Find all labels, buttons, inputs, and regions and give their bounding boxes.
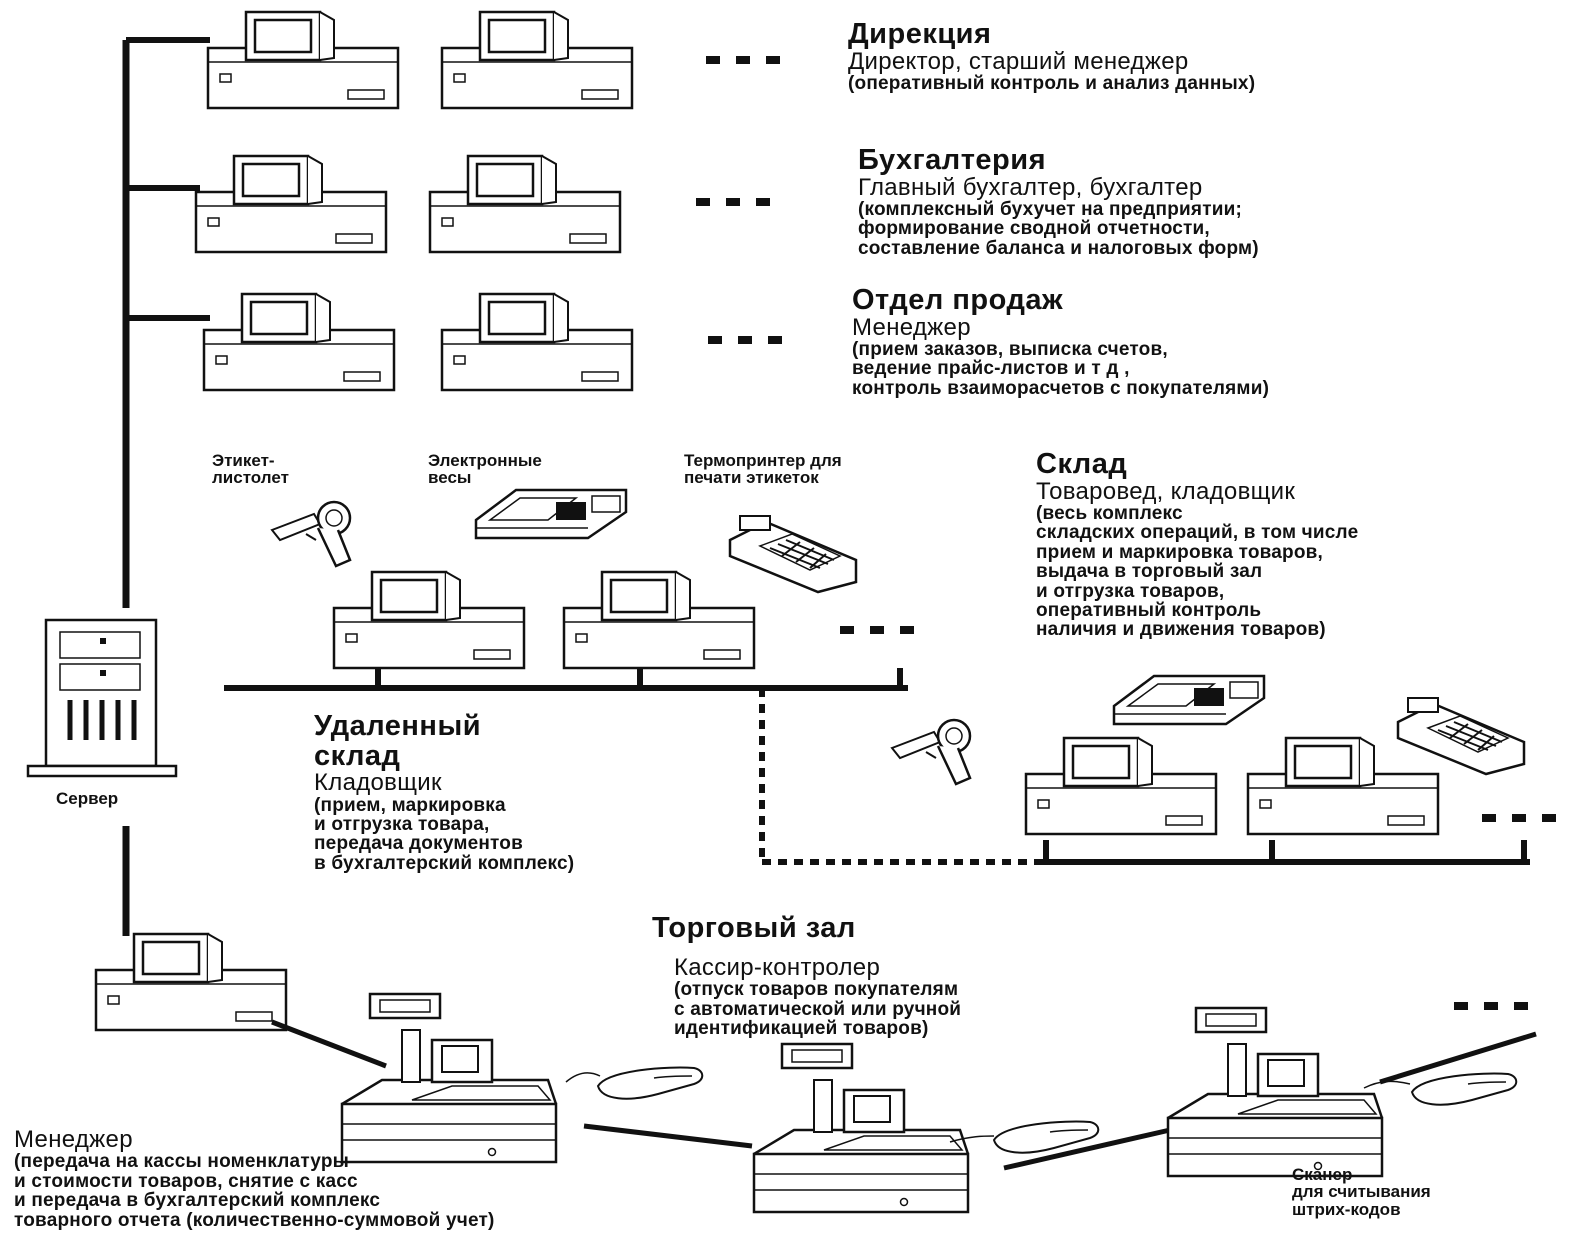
- scales-caption: Электронные весы: [428, 452, 542, 487]
- warehouse-desc-line: наличия и движения товаров): [1036, 619, 1326, 641]
- accounting-desc-line: (комплексный бухучет на предприятии;: [858, 199, 1242, 221]
- caption-line: для считывания: [1292, 1182, 1431, 1202]
- scanner-icon-1: [597, 1066, 704, 1100]
- thermo-printer-caption: Термопринтер для печати этикеток: [684, 452, 842, 487]
- direction-computer-2: [440, 10, 634, 110]
- caption-line: Сканер: [1292, 1165, 1353, 1184]
- cash-register-3: [1166, 1006, 1384, 1178]
- caption-line: печати этикеток: [684, 468, 819, 488]
- warehouse-desc-line: складских операций, в том числе: [1036, 522, 1359, 544]
- remote-warehouse-role: Кладовщик: [314, 769, 442, 797]
- remote-computer-2: [1246, 736, 1440, 836]
- remote-warehouse-block: Удаленный склад Кладовщик (прием, маркир…: [314, 710, 575, 874]
- manager-bottom-desc-line: и передача в бухгалтерский комплекс: [14, 1190, 381, 1212]
- remote-warehouse-desc-line: и отгрузка товара,: [314, 814, 490, 835]
- remote-link-dotted-line: [759, 688, 1040, 865]
- warehouse-desc-line: выдача в торговый зал: [1036, 561, 1263, 583]
- remote-printer-icon: [1396, 696, 1526, 776]
- electronic-scales-icon: [474, 488, 628, 540]
- direction-computer-1: [206, 10, 400, 110]
- accounting-title: Бухгалтерия: [858, 144, 1046, 176]
- remote-warehouse-title: Удаленный: [314, 710, 482, 742]
- remote-warehouse-title: склад: [314, 739, 401, 772]
- remote-scales-icon: [1112, 674, 1266, 726]
- warehouse-more-dots: [840, 626, 914, 634]
- sales-computer-2: [440, 292, 634, 392]
- sales-floor-title-text: Торговый зал: [652, 912, 856, 944]
- scanner-icon-3: [1411, 1072, 1518, 1106]
- warehouse-desc-line: и отгрузка товаров,: [1036, 580, 1225, 602]
- server-icon: [26, 618, 178, 778]
- sales-more-dots: [708, 336, 782, 344]
- sales-floor-desc-line: идентификацией товаров): [674, 1018, 929, 1040]
- sales-desc-line: контроль взаиморасчетов с покупателями): [852, 377, 1270, 399]
- label-gun-caption: Этикет- листолет: [212, 452, 289, 487]
- direction-more-dots: [706, 56, 780, 64]
- sales-desc-line: (прием заказов, выписка счетов,: [852, 339, 1168, 361]
- sales-computer-1: [202, 292, 396, 392]
- direction-role: Директор, старший менеджер: [848, 47, 1189, 75]
- cash-register-2: [752, 1042, 970, 1214]
- manager-bottom-desc-line: товарного отчета (количественно-суммовой…: [14, 1209, 495, 1231]
- manager-bottom-block: Менеджер (передача на кассы номенклатуры…: [14, 1126, 495, 1231]
- warehouse-computer-1: [332, 570, 526, 670]
- manager-bottom-desc-line: и стоимости товаров, снятие с касс: [14, 1170, 358, 1192]
- thermo-printer-icon: [728, 514, 858, 594]
- sales-floor-title: Торговый зал: [652, 912, 856, 944]
- remote-warehouse-desc-line: (прием, маркировка: [314, 794, 506, 816]
- direction-title: Дирекция: [848, 18, 992, 50]
- remote-label-gun-icon: [890, 718, 972, 786]
- accounting-more-dots: [696, 198, 770, 206]
- warehouse-title: Склад: [1036, 448, 1128, 480]
- accounting-computer-1: [194, 154, 388, 254]
- warehouse-desc-line: прием и маркировка товаров,: [1036, 541, 1324, 563]
- accounting-role: Главный бухгалтер, бухгалтер: [858, 173, 1203, 201]
- caption-line: весы: [428, 468, 472, 488]
- accounting-desc-line: составление баланса и налоговых форм): [858, 237, 1259, 259]
- sales-floor-role: Кассир-контролер: [674, 954, 881, 981]
- warehouse-desc-line: оперативный контроль: [1036, 599, 1262, 621]
- manager-bottom-role: Менеджер: [14, 1126, 133, 1153]
- sales-floor-desc-line: с автоматической или ручной: [674, 998, 962, 1020]
- sales-block: Отдел продаж Менеджер (прием заказов, вы…: [852, 284, 1270, 399]
- sales-role: Менеджер: [852, 313, 971, 341]
- scanner-caption: Сканер для считывания штрих-кодов: [1292, 1166, 1431, 1218]
- manager-bottom-desc-line: (передача на кассы номенклатуры: [14, 1151, 350, 1173]
- caption-line: Этикет-: [212, 451, 275, 470]
- sales-title: Отдел продаж: [852, 284, 1064, 316]
- warehouse-computer-2: [562, 570, 756, 670]
- caption-line: штрих-кодов: [1292, 1199, 1401, 1219]
- sales-floor-desc-line: (отпуск товаров покупателям: [674, 979, 959, 1001]
- warehouse-desc-line: (весь комплекс: [1036, 503, 1183, 525]
- sales-desc-line: ведение прайс-листов и т д ,: [852, 358, 1130, 380]
- accounting-computer-2: [428, 154, 622, 254]
- caption-line: Термопринтер для: [684, 451, 842, 470]
- caption-line: листолет: [212, 468, 289, 488]
- accounting-desc-line: формирование сводной отчетности,: [858, 218, 1210, 240]
- remote-warehouse-desc-line: передача документов: [314, 833, 523, 855]
- label-gun-icon: [270, 500, 352, 568]
- warehouse-bus-line: [224, 668, 908, 691]
- direction-desc-line: (оперативный контроль и анализ данных): [848, 73, 1256, 95]
- server-label: Сервер: [56, 789, 119, 808]
- scanner-cables: [565, 1072, 1411, 1143]
- remote-bus-line: [1040, 840, 1530, 865]
- sales-floor-block: Кассир-контролер (отпуск товаров покупат…: [674, 954, 962, 1040]
- remote-warehouse-desc-line: в бухгалтерский комплекс): [314, 852, 575, 874]
- direction-block: Дирекция Директор, старший менеджер (опе…: [848, 18, 1256, 95]
- manager-computer: [94, 932, 288, 1032]
- warehouse-block: Склад Товаровед, кладовщик (весь комплек…: [1036, 448, 1359, 641]
- caption-line: Электронные: [428, 451, 542, 470]
- remote-computer-1: [1024, 736, 1218, 836]
- remote-more-dots: [1482, 814, 1556, 822]
- sales-floor-more-dots: [1454, 1002, 1528, 1010]
- warehouse-role: Товаровед, кладовщик: [1036, 477, 1296, 505]
- main-network-line: [122, 37, 210, 936]
- cash-register-network-line: [271, 1019, 1537, 1171]
- accounting-block: Бухгалтерия Главный бухгалтер, бухгалтер…: [858, 144, 1259, 259]
